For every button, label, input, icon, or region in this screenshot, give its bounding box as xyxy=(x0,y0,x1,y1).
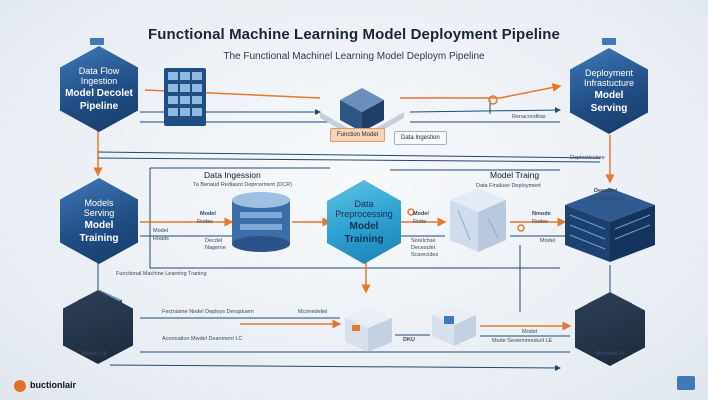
corner-badge-icon xyxy=(677,376,695,390)
label: Model xyxy=(540,238,555,244)
label: Infrastructures xyxy=(590,196,626,202)
label: Aconnation Mwdel Deanment LC xyxy=(162,336,243,342)
label: Decesclet xyxy=(411,245,436,251)
server-stack-icon xyxy=(565,188,655,262)
hex-bottom-left xyxy=(63,290,133,364)
flow-line xyxy=(409,107,561,114)
label: Nageme xyxy=(205,245,226,251)
label: Model xyxy=(413,211,429,217)
page-subtitle: The Functional Machinel Learning Model D… xyxy=(223,51,485,62)
label: Ta Benaud Rediaunt Deprcertrent (DCR) xyxy=(193,182,293,188)
section-model-training: Model Traing xyxy=(490,170,540,180)
label: Rotte xyxy=(413,219,427,225)
hex-data-preprocessing: Data Preprocessing Model Training xyxy=(327,180,401,264)
label: Renaconditas xyxy=(512,114,546,120)
label: Sorelchse xyxy=(411,238,436,244)
label: Moodue UI xyxy=(596,351,625,357)
brand-name: buctionlair xyxy=(30,380,77,390)
database-cylinder-icon xyxy=(232,192,290,252)
badge-data-ingestion: Data Ingestion xyxy=(394,131,447,145)
monitor-box-icon xyxy=(432,305,476,346)
page-title: Functional Machine Learning Model Deploy… xyxy=(147,26,560,43)
label: Model xyxy=(522,329,537,335)
label: Deplosticulare xyxy=(570,155,605,161)
brand-logo-icon xyxy=(14,380,26,392)
label: Functional Machine Learning Traning xyxy=(116,271,207,277)
label: Model xyxy=(153,228,168,234)
label: Mode Seoiemmedunl LE xyxy=(492,338,553,344)
badge-function: Function Model xyxy=(330,128,386,142)
label: Roads xyxy=(153,236,169,242)
label: Decdel xyxy=(205,238,223,244)
label: Nmode xyxy=(532,211,551,217)
label: DKU xyxy=(403,337,415,343)
label: Mconedeliel xyxy=(298,309,328,315)
flow-line xyxy=(400,83,562,99)
hex-tab xyxy=(602,38,616,45)
label: Scarecides xyxy=(411,252,439,258)
hex-tab xyxy=(90,38,104,45)
gpu-cube-icon xyxy=(450,188,506,252)
section-data-ingestion: Data Ingession xyxy=(204,170,261,180)
label: Rodes xyxy=(532,219,548,225)
label: Fectniame Nodel Deploys Deruptuem xyxy=(162,309,254,315)
deploy-box-icon xyxy=(345,308,392,352)
label: Data Finaluse Deployment xyxy=(476,183,541,189)
label: Deeplent xyxy=(594,188,618,194)
label: Modae UI xyxy=(82,351,107,357)
server-rack-icon xyxy=(164,68,206,126)
label: Rodes xyxy=(197,219,213,225)
hex-bottom-right xyxy=(575,292,645,366)
label: Model xyxy=(200,211,216,217)
